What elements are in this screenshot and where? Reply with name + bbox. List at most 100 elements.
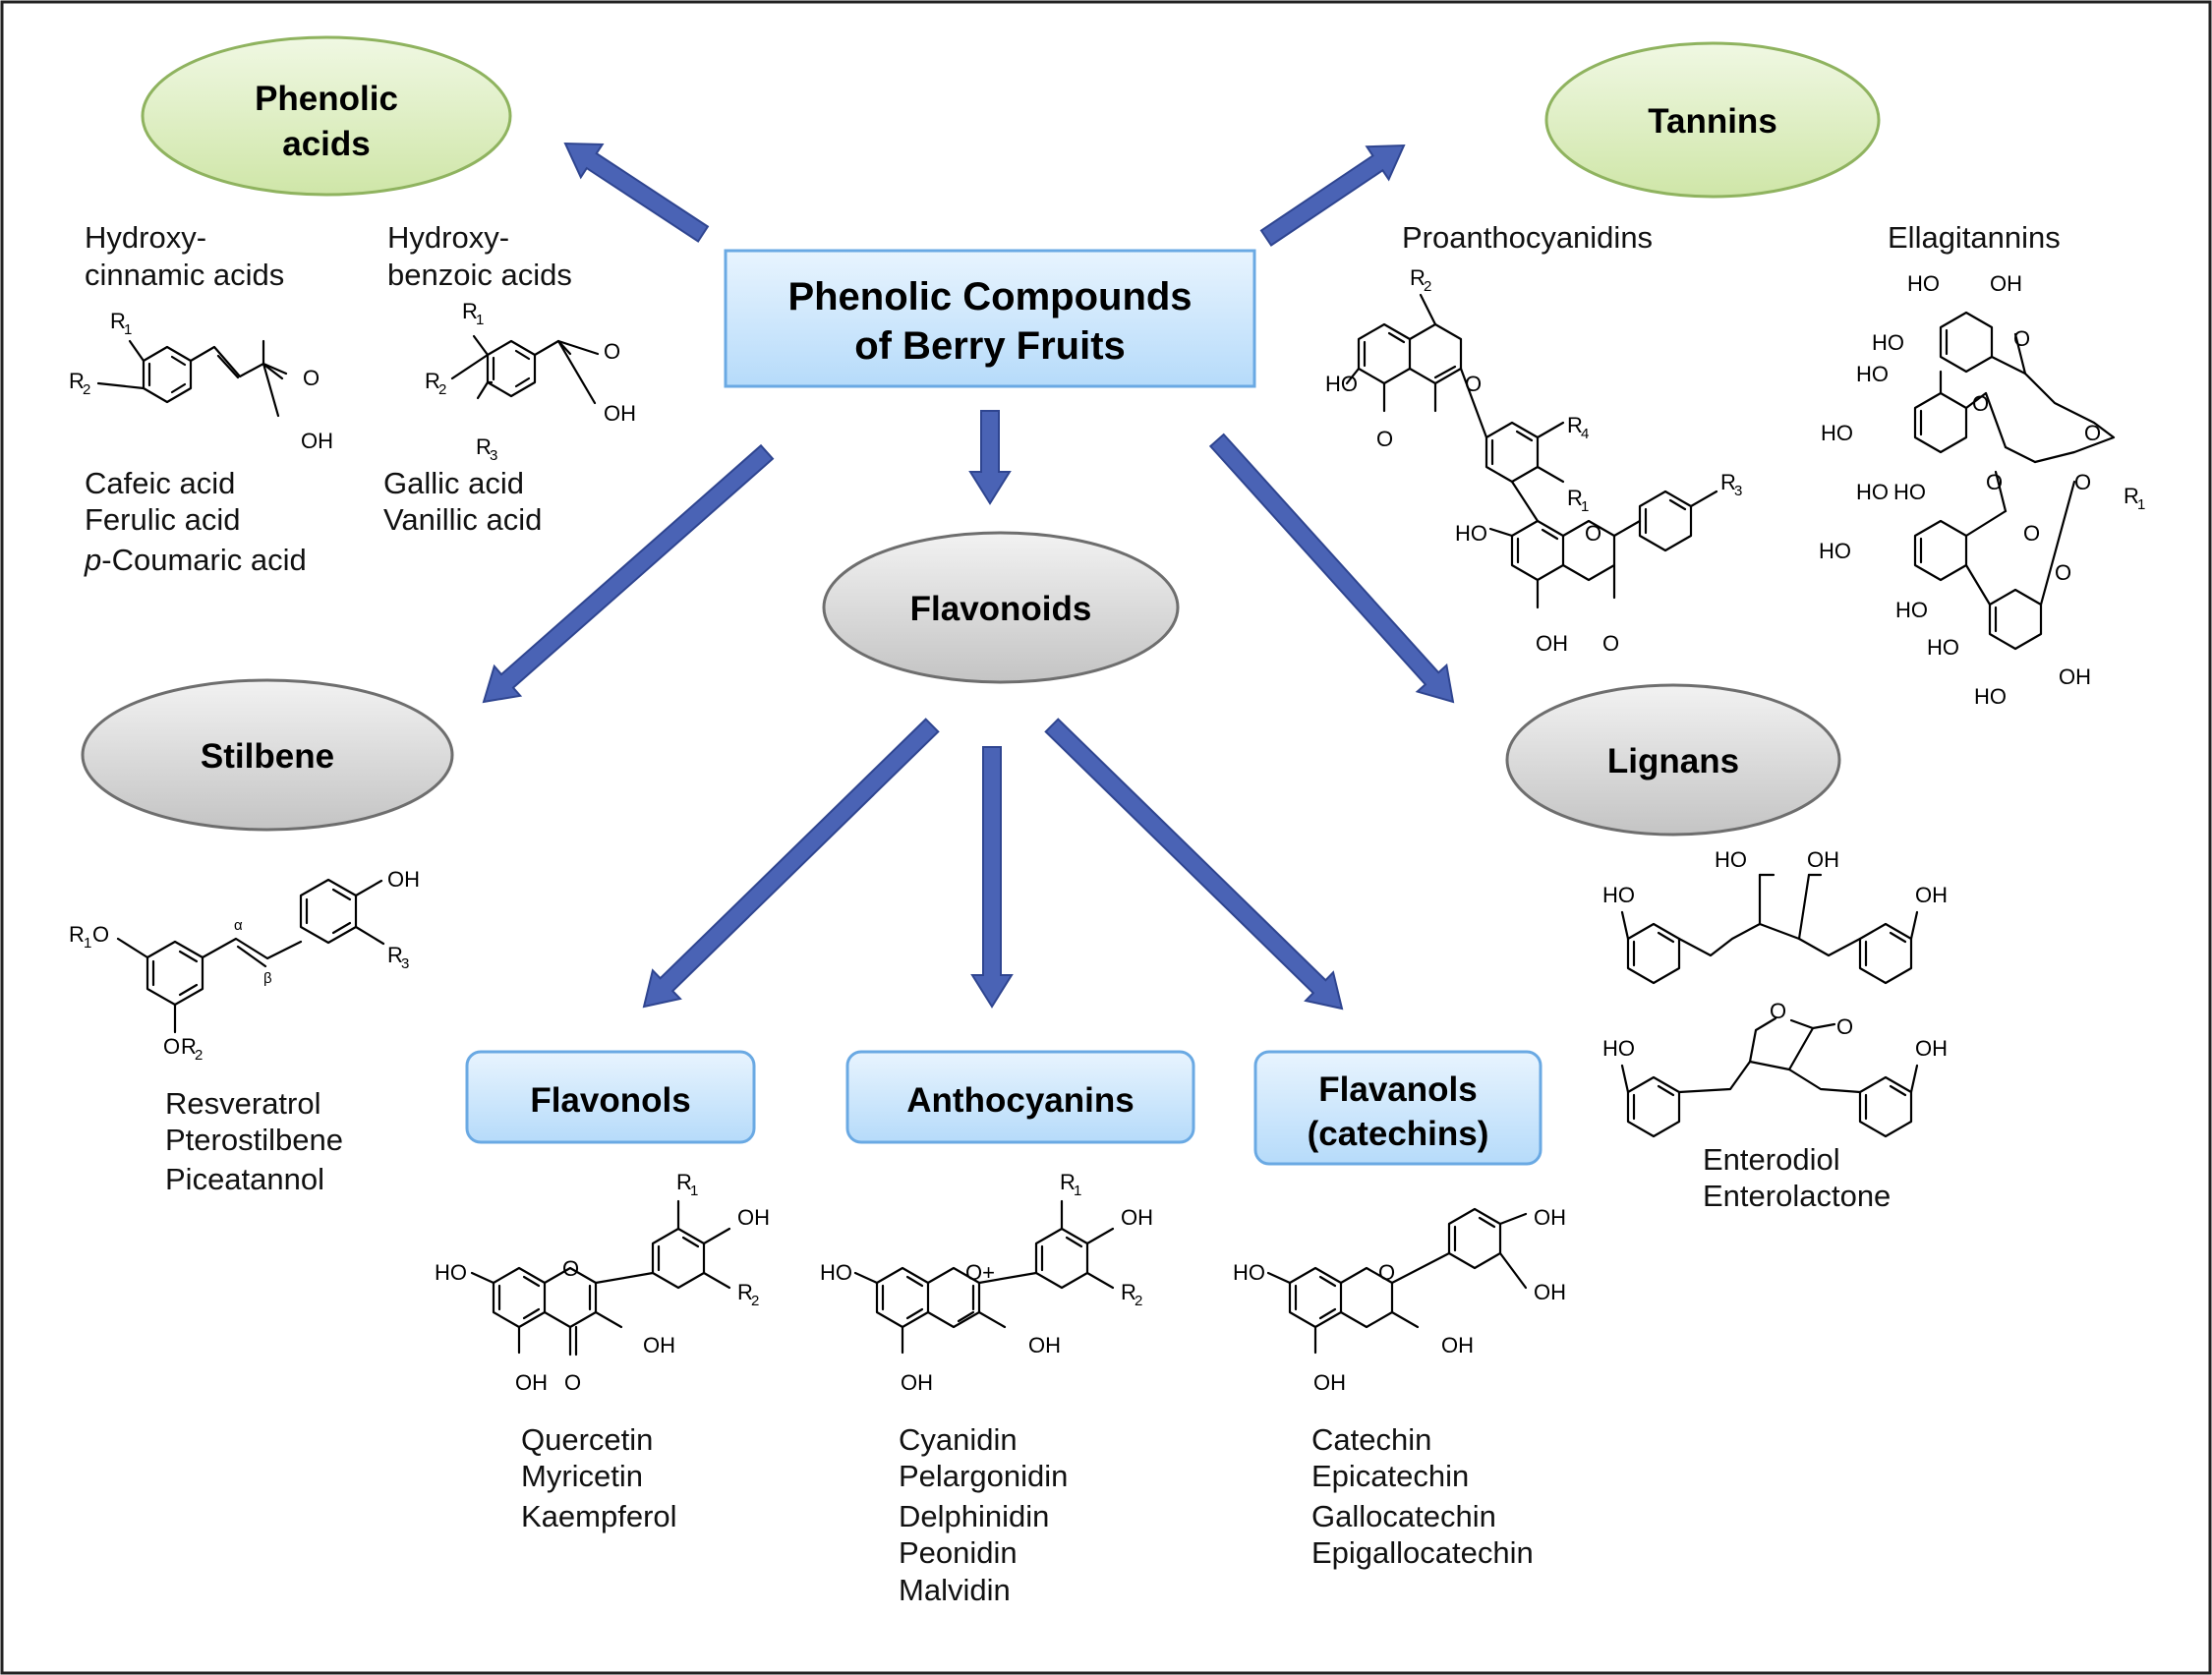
structure-label: O — [303, 366, 320, 390]
flavanols-label-line2: (catechins) — [1308, 1115, 1489, 1153]
structure-label: HO — [1233, 1260, 1265, 1285]
structure-label: R — [425, 369, 440, 393]
structure-label: O — [163, 1034, 180, 1059]
stilbene-compound-list: Resveratrol Pterostilbene Piceatannol — [165, 1086, 343, 1196]
anthocyanins-label: Anthocyanins — [906, 1081, 1134, 1120]
structure-label: O+ — [965, 1260, 995, 1285]
stilbene-structure: R 1 O O R 2 OH R 3 α β — [69, 867, 420, 1064]
structure-label: OH — [737, 1205, 770, 1230]
structure-label: R — [476, 434, 492, 459]
compound-name: Enterodiol — [1703, 1142, 1840, 1177]
hydroxycinnamic-acid-structure: R 1 R 2 O OH — [69, 309, 333, 453]
compound-name: Cafeic acid — [85, 466, 235, 500]
structure-label: O — [1376, 427, 1393, 451]
structure-label: HO — [1907, 271, 1940, 296]
structure-label: 1 — [84, 935, 91, 952]
structure-label: OH — [1990, 271, 2022, 296]
compound-name: Resveratrol — [165, 1086, 321, 1121]
structure-label: R — [2124, 484, 2139, 508]
structure-label: HO — [1821, 421, 1853, 445]
structure-label: O — [1836, 1014, 1853, 1039]
proanthocyanidins-heading: Proanthocyanidins — [1402, 220, 1653, 255]
center-title-line2: of Berry Fruits — [854, 324, 1126, 368]
structure-label: 2 — [438, 381, 446, 398]
structure-label: HO — [1895, 598, 1928, 622]
arrow-to-flavanols — [1044, 718, 1344, 1011]
center-title-line1: Phenolic Compounds — [787, 275, 1192, 318]
anthocyanins-box: Anthocyanins — [845, 1050, 1195, 1144]
enterodiol-structure: HO HO OH OH — [1602, 847, 1948, 985]
structure-label: R — [69, 369, 85, 393]
structure-label: OH — [1915, 883, 1948, 907]
structure-label: OH — [1807, 847, 1839, 872]
flavanols-box: Flavanols (catechins) — [1253, 1050, 1543, 1166]
structure-label: 1 — [1074, 1183, 1081, 1199]
structure-label: β — [263, 970, 272, 987]
structure-label: O — [562, 1256, 579, 1281]
arrow-to-flavonoids — [968, 410, 1012, 505]
compound-name: Malvidin — [899, 1573, 1011, 1607]
structure-label: HO — [1893, 480, 1926, 504]
structure-label: R — [69, 922, 85, 947]
compound-name: Epicatechin — [1311, 1459, 1469, 1493]
structure-label: O — [564, 1370, 581, 1395]
structure-label: O — [1378, 1260, 1395, 1285]
enterolactone-structure: HO O O OH — [1602, 999, 1948, 1138]
tannins-node: Tannins — [1544, 41, 1881, 199]
structure-label: HO — [1856, 480, 1889, 504]
compound-name: Ferulic acid — [85, 502, 241, 537]
phenolic-acids-label-line2: acids — [282, 125, 371, 163]
structure-label: R — [1410, 265, 1426, 290]
structure-label: 3 — [401, 955, 409, 972]
structure-label: R — [387, 943, 403, 967]
structure-label: 1 — [124, 321, 132, 338]
structure-label: 2 — [1424, 278, 1431, 295]
center-box: Phenolic Compounds of Berry Fruits — [724, 249, 1256, 388]
stilbene-label: Stilbene — [201, 737, 334, 776]
structure-label: OH — [643, 1333, 675, 1357]
structure-label: OH — [2059, 664, 2091, 689]
structure-label: R — [181, 1034, 197, 1059]
structure-label: OH — [1121, 1205, 1153, 1230]
compound-name: Catechin — [1311, 1422, 1431, 1457]
structure-label: OH — [1441, 1333, 1474, 1357]
compound-name: Gallocatechin — [1311, 1499, 1496, 1533]
flavanols-label-line1: Flavanols — [1318, 1070, 1477, 1109]
flavonol-structure: HO O O OH OH R 1 OH R 2 — [435, 1170, 770, 1395]
structure-label: OH — [301, 429, 333, 453]
structure-label: O — [2055, 560, 2071, 585]
structure-label: 4 — [1581, 426, 1589, 442]
structure-label: HO — [1602, 883, 1635, 907]
lignans-node: Lignans — [1505, 683, 1841, 837]
compound-name: Kaempferol — [521, 1499, 677, 1533]
structure-label: HO — [1927, 635, 1959, 660]
structure-label: O — [2084, 421, 2101, 445]
structure-label: HO — [1819, 539, 1851, 563]
structure-label: HO — [820, 1260, 852, 1285]
compound-name: Peonidin — [899, 1535, 1018, 1570]
structure-label: O — [2013, 326, 2030, 351]
lignans-label: Lignans — [1607, 742, 1739, 780]
structure-label: 2 — [195, 1047, 203, 1064]
structure-label: O — [1770, 999, 1786, 1023]
proanthocyanidin-structure: R 2 HO O O R 4 R 1 HO O OH O R 3 — [1325, 265, 1742, 656]
structure-label: HO — [435, 1260, 467, 1285]
arrow-to-lignans — [1208, 433, 1455, 704]
structure-label: OH — [387, 867, 420, 892]
structure-label: 1 — [2137, 496, 2145, 513]
compound-name: Piceatannol — [165, 1162, 324, 1196]
structure-label: O — [92, 922, 109, 947]
flavonoids-label: Flavonoids — [910, 590, 1092, 628]
compound-name: Vanillic acid — [383, 502, 542, 537]
structure-label: 1 — [690, 1183, 698, 1199]
structure-label: OH — [1313, 1370, 1346, 1395]
structure-label: HO — [1455, 521, 1487, 546]
arrow-to-flavonols — [642, 718, 940, 1009]
stilbene-node: Stilbene — [81, 678, 454, 832]
structure-label: O — [1986, 470, 2003, 494]
anthocyanins-compound-list: Cyanidin Pelargonidin Delphinidin Peonid… — [899, 1422, 1068, 1607]
structure-label: OH — [1534, 1205, 1566, 1230]
structure-label: O — [1465, 372, 1482, 396]
compound-name: Enterolactone — [1703, 1179, 1891, 1213]
